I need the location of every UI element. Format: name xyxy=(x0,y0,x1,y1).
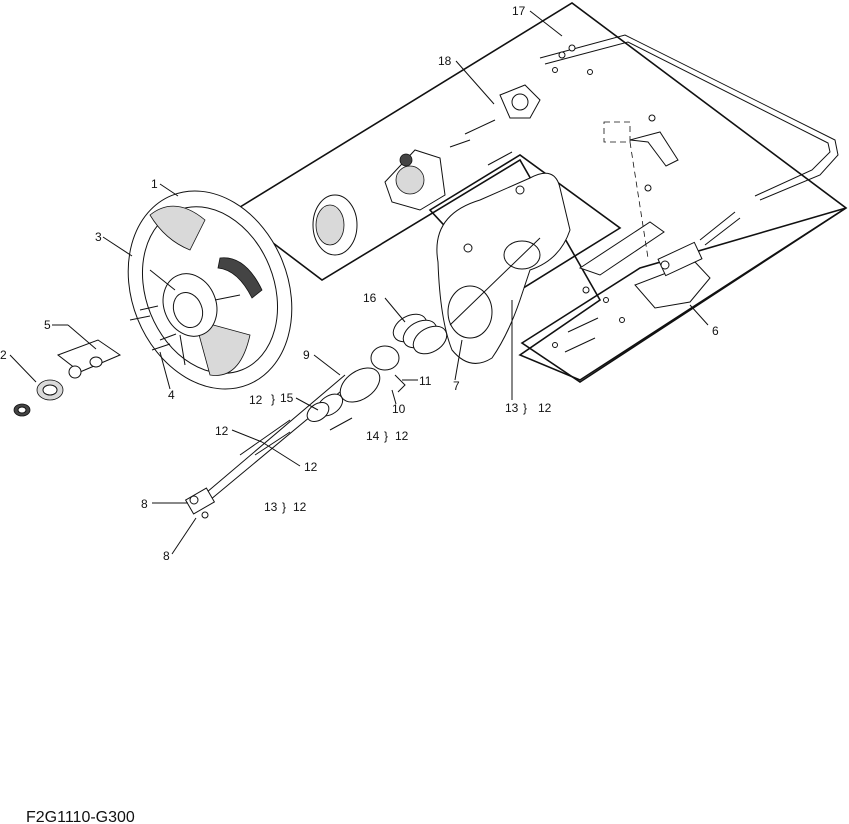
brace-14-12: } xyxy=(384,429,388,443)
helm-housing xyxy=(312,44,593,256)
callout-12-f: 12 xyxy=(538,401,552,415)
bellows-and-clamp xyxy=(370,313,448,393)
callout-10: 10 xyxy=(392,402,406,416)
leader-lines xyxy=(9,10,709,555)
control-cable xyxy=(539,34,839,246)
callout-5: 5 xyxy=(44,318,51,332)
callout-12-d: 12 xyxy=(304,460,318,474)
callout-12-e: 12 xyxy=(293,500,307,514)
callout-2: 2 xyxy=(0,348,7,362)
dashboard-plate xyxy=(436,172,571,364)
brace-12-15: } xyxy=(271,392,275,406)
figure-reference-code: F2G1110-G300 xyxy=(26,809,135,824)
callout-12-a: 12 xyxy=(249,393,263,407)
steering-column xyxy=(199,367,381,506)
callout-8-upper: 8 xyxy=(141,497,148,511)
callout-14: 14 xyxy=(366,429,380,443)
steering-wheel xyxy=(127,190,293,390)
brace-13-12-a: } xyxy=(282,500,286,514)
callout-13-b: 13 xyxy=(505,401,519,415)
callout-18: 18 xyxy=(438,54,452,68)
callout-3: 3 xyxy=(95,230,102,244)
universal-joint xyxy=(184,487,216,519)
upper-assembly-panel xyxy=(230,2,848,381)
callout-8-lower: 8 xyxy=(163,549,170,563)
hub-nut-parts xyxy=(13,339,122,417)
callouts: 1 2 3 4 5 6 7 8 8 9 10 11 12 } 15 14 } 1… xyxy=(0,4,719,563)
wheel-bolts xyxy=(129,305,177,351)
callout-11: 11 xyxy=(419,374,432,388)
callout-17: 17 xyxy=(512,4,526,18)
callout-13-a: 13 xyxy=(264,500,278,514)
cable-housing-panel xyxy=(520,207,847,383)
callout-12-b: 12 xyxy=(395,429,409,443)
brace-13-12-b: } xyxy=(523,401,527,415)
callout-12-c: 12 xyxy=(215,424,229,438)
cable-mechanism xyxy=(552,114,711,353)
callout-1: 1 xyxy=(151,177,158,191)
callout-6: 6 xyxy=(712,324,719,338)
callout-7: 7 xyxy=(453,379,460,393)
callout-9: 9 xyxy=(303,348,310,362)
callout-16: 16 xyxy=(363,291,377,305)
callout-4: 4 xyxy=(168,388,175,402)
callout-15: 15 xyxy=(280,391,294,405)
